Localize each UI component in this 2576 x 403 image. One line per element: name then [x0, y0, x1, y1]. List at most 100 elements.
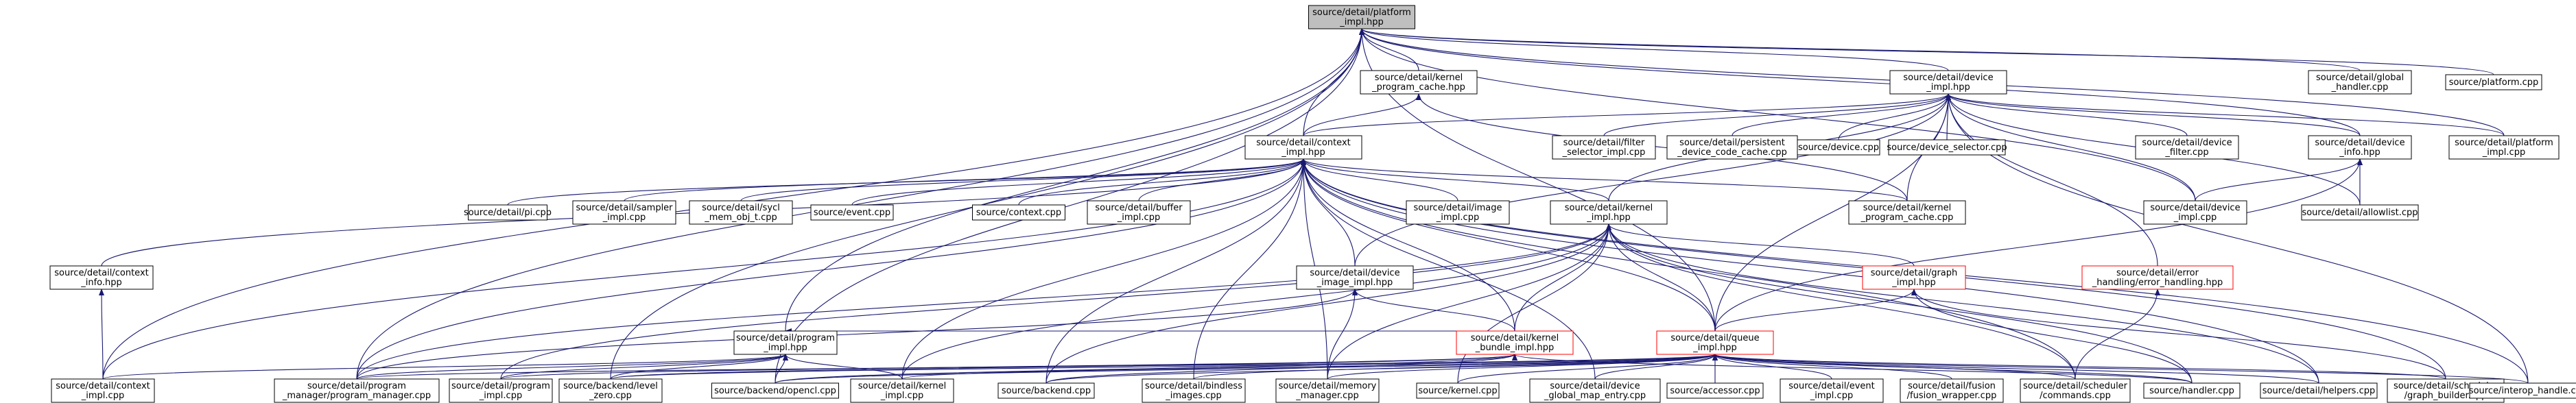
- file-node-box: [1888, 139, 2006, 156]
- dependency-edge: [1301, 158, 1716, 332]
- file-node-label: _impl.cpp: [602, 212, 646, 223]
- file-node-ctx[interactable]: source/detail/context_impl.hpp: [1244, 135, 1362, 160]
- file-node-accessor[interactable]: source/accessor.cpp: [1666, 382, 1764, 399]
- dependency-edge: [1732, 93, 1951, 136]
- file-node-box: [1308, 5, 1415, 29]
- file-node-label: source/detail/pi.cpp: [464, 208, 552, 218]
- file-node-allow[interactable]: source/detail/allowlist.cpp: [2301, 204, 2419, 221]
- file-node-box: [1550, 200, 1668, 225]
- file-node-label: source/detail/program: [451, 381, 550, 391]
- file-node-devimg[interactable]: source/detail/device_image_impl.hpp: [1296, 265, 1414, 290]
- file-node-label: _handler.cpp: [2331, 82, 2389, 93]
- file-node-label: source/detail/context: [54, 268, 148, 278]
- file-node-prog[interactable]: source/detail/program_impl.hpp: [733, 330, 838, 355]
- file-node-helpers[interactable]: source/detail/helpers.cpp: [2260, 382, 2378, 399]
- file-node-backend[interactable]: source/backend.cpp: [997, 382, 1095, 399]
- file-node-platcpp[interactable]: source/platform.cpp: [2445, 74, 2542, 90]
- file-node-image[interactable]: source/detail/image_impl.cpp: [1406, 200, 1510, 225]
- file-node-sycl[interactable]: source/detail/sycl_mem_obj_t.cpp: [689, 200, 793, 225]
- file-node-label: _selector_impl.cpp: [1562, 147, 1646, 158]
- file-node-fusion[interactable]: source/detail/fusion/fusion_wrapper.cpp: [1900, 378, 2004, 403]
- file-node-devimpl[interactable]: source/detail/device_impl.hpp: [1889, 70, 2007, 95]
- file-node-queue[interactable]: source/detail/queue_impl.hpp: [1656, 330, 1774, 355]
- file-node-sampler[interactable]: source/detail/sampler_impl.cpp: [572, 200, 676, 225]
- file-node-kimpl[interactable]: source/detail/kernel_impl.hpp: [1550, 200, 1668, 225]
- file-node-label: _manager.cpp: [1295, 391, 1359, 401]
- file-node-label: _mem_obj_t.cpp: [704, 212, 777, 223]
- file-node-devsel[interactable]: source/device_selector.cpp: [1887, 139, 2007, 156]
- dependency-edge: [1045, 158, 1306, 384]
- file-node-ocl[interactable]: source/backend/opencl.cpp: [711, 382, 839, 399]
- dependency-edge: [1714, 93, 1951, 332]
- file-node-label: _image_impl.hpp: [1316, 278, 1393, 288]
- dependency-edge: [356, 354, 1717, 380]
- file-node-label: _impl.hpp: [1926, 82, 1970, 93]
- file-node-buffer[interactable]: source/detail/buffer_impl.cpp: [1087, 200, 1191, 225]
- file-node-label: source/detail/error: [2116, 268, 2199, 278]
- file-node-kimplcpp[interactable]: source/detail/kernel_impl.cpp: [850, 378, 954, 403]
- dependency-edge: [1352, 289, 1515, 332]
- file-node-label: source/detail/kernel: [858, 381, 947, 391]
- file-node-handler[interactable]: source/handler.cpp: [2143, 382, 2241, 399]
- file-node-ctxinfo[interactable]: source/detail/context_info.hpp: [49, 265, 154, 290]
- file-node-pi[interactable]: source/detail/pi.cpp: [464, 204, 552, 221]
- dependency-edge: [1457, 354, 1718, 384]
- file-node-pm[interactable]: source/detail/program_manager/program_ma…: [274, 378, 440, 403]
- file-node-label: source/detail/context: [1256, 138, 1350, 148]
- file-node-label: /fusion_wrapper.cpp: [1907, 391, 1997, 401]
- file-node-box: [1666, 382, 1764, 399]
- file-node-label: source/detail/device: [2150, 203, 2240, 213]
- file-node-label: /graph_builder.cpp: [2404, 391, 2488, 401]
- file-node-label: source/detail/device: [2142, 138, 2232, 148]
- file-node-mem[interactable]: source/detail/memory_manager.cpp: [1275, 378, 1380, 403]
- file-node-label: source/detail/device: [1310, 268, 1399, 278]
- file-node-lz[interactable]: source/backend/level_zero.cpp: [558, 378, 663, 403]
- dependency-edge: [1301, 158, 1356, 267]
- dependency-edge: [1911, 289, 2446, 380]
- edges-layer: [99, 28, 2529, 384]
- file-node-label: _program_cache.cpp: [1860, 212, 1954, 223]
- dependency-edge: [785, 28, 1364, 332]
- file-node-devfilt[interactable]: source/detail/device_filter.cpp: [2135, 135, 2239, 160]
- dependency-edge: [102, 354, 788, 380]
- file-node-err[interactable]: source/detail/error_handling/error_handl…: [2081, 265, 2234, 290]
- file-node-box: [1552, 135, 1656, 160]
- file-node-label: _impl.cpp: [479, 391, 522, 401]
- file-node-platimplcpp[interactable]: source/detail/platform_impl.cpp: [2448, 135, 2560, 160]
- dependency-edge: [1603, 93, 1951, 136]
- file-node-kpccpp[interactable]: source/detail/kernel_program_cache.cpp: [1848, 200, 1966, 225]
- file-node-glob[interactable]: source/detail/global_handler.cpp: [2308, 70, 2412, 95]
- file-node-kernel[interactable]: source/kernel.cpp: [1416, 382, 1500, 399]
- file-node-sched[interactable]: source/detail/scheduler/commands.cpp: [2020, 378, 2131, 403]
- file-node-pers[interactable]: source/detail/persistent_device_code_cac…: [1666, 135, 1798, 160]
- file-node-context[interactable]: source/context.cpp: [972, 204, 1065, 221]
- file-node-devimplcpp[interactable]: source/detail/device_impl.cpp: [2143, 200, 2247, 225]
- file-node-filter[interactable]: source/detail/filter_selector_impl.cpp: [1552, 135, 1656, 160]
- file-node-label: source/detail/filter: [1563, 138, 1645, 148]
- file-node-label: source/detail/event: [1788, 381, 1875, 391]
- file-node-gmap[interactable]: source/detail/device_global_map_entry.cp…: [1529, 378, 1661, 403]
- file-node-label: source/device_selector.cpp: [1887, 143, 2007, 153]
- file-node-ctxcpp[interactable]: source/detail/context_impl.cpp: [51, 378, 155, 403]
- dependency-edge: [1946, 93, 2188, 136]
- file-node-bindless[interactable]: source/detail/bindless_images.cpp: [1142, 378, 1246, 403]
- file-node-devinfo[interactable]: source/detail/device_info.hpp: [2308, 135, 2412, 160]
- dependency-edge: [610, 354, 1718, 380]
- file-node-label: _impl.hpp: [1281, 147, 1325, 158]
- file-node-evimpl[interactable]: source/detail/event_impl.cpp: [1780, 378, 1884, 403]
- file-node-box: [711, 382, 839, 399]
- file-node-devcpp[interactable]: source/device.cpp: [1797, 139, 1880, 156]
- file-node-graph[interactable]: source/detail/graph_impl.hpp: [1862, 265, 1966, 290]
- file-node-progcpp[interactable]: source/detail/program_impl.cpp: [449, 378, 553, 403]
- file-node-kbundle[interactable]: source/detail/kernel_bundle_impl.hpp: [1456, 330, 1574, 355]
- dependency-edge: [356, 158, 1306, 380]
- file-node-box: [689, 200, 793, 225]
- file-node-event[interactable]: source/event.cpp: [810, 204, 894, 221]
- file-node-box: [274, 378, 440, 403]
- file-node-root[interactable]: source/detail/platform_impl.hpp: [1308, 5, 1415, 29]
- file-node-kpc[interactable]: source/detail/kernel_program_cache.hpp: [1360, 70, 1478, 95]
- dependency-edge: [2075, 289, 2160, 380]
- file-node-label: _bundle_impl.hpp: [1475, 343, 1555, 353]
- dependency-edge: [1359, 28, 2494, 75]
- file-node-interop[interactable]: source/interop_handle.cpp: [2469, 382, 2576, 399]
